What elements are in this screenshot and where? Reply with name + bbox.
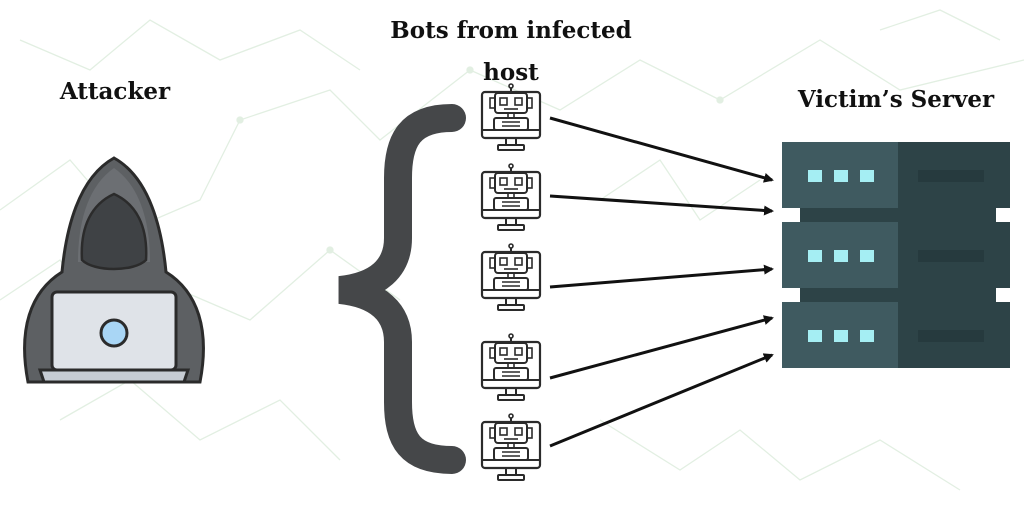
- bot-2: [480, 162, 542, 232]
- attacker-label: Attacker: [59, 78, 171, 105]
- victim-server-label: Victim’s Server: [797, 86, 995, 113]
- bot-5: [480, 412, 542, 482]
- arrow-2: [549, 194, 774, 216]
- arrow-4: [549, 315, 774, 380]
- robot-monitor-icon: [480, 332, 542, 402]
- arrow-5: [549, 353, 774, 448]
- curly-brace: [338, 104, 466, 474]
- server-unit-3: [782, 302, 1010, 368]
- server-unit-1: [782, 142, 1010, 208]
- server-rack-icon: [782, 142, 1010, 368]
- arrow-1: [549, 116, 774, 183]
- bot-3: [480, 242, 542, 312]
- background-network: [0, 9, 1024, 491]
- bot-4: [480, 332, 542, 402]
- robot-monitor-icon: [480, 412, 542, 482]
- bots-label: Bots from infected host: [390, 17, 632, 86]
- arrow-3: [549, 264, 774, 289]
- attack-arrows: [549, 116, 774, 448]
- server-unit-2: [782, 222, 1010, 288]
- robot-monitor-icon: [480, 242, 542, 312]
- robot-monitor-icon: [480, 162, 542, 232]
- attacker-hacker-icon: [23, 156, 205, 384]
